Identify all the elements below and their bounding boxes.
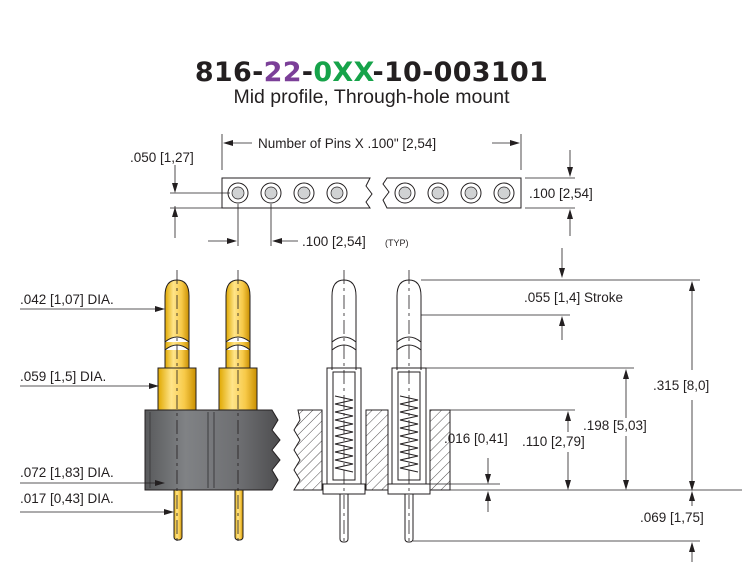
dim-110: .110 [2,79] <box>522 434 585 449</box>
dim-tip-dia: .042 [1,07] DIA. <box>20 292 114 307</box>
title-block: 816-22-0XX-10-003101 Mid profile, Throug… <box>0 58 743 109</box>
dim-pitch-100: .100 [2,54] <box>302 234 366 249</box>
dim-tail-069: .069 [1,75] <box>640 510 704 525</box>
dim-tail-dia: .017 [0,43] DIA. <box>20 491 114 506</box>
dim-number-of-pins: Number of Pins X .100" [2,54] <box>258 136 436 151</box>
dim-width-100: .100 [2,54] <box>529 186 593 201</box>
dim-collar-dia: .072 [1,83] DIA. <box>20 465 114 480</box>
left-callouts: .042 [1,07] DIA. .059 [1,5] DIA. .072 [1… <box>20 292 174 515</box>
dim-height-198: .198 [5,03] <box>583 418 647 433</box>
section-view <box>293 270 451 545</box>
subtitle: Mid profile, Through-hole mount <box>233 86 510 108</box>
part-number-prefix: 816- <box>194 57 264 88</box>
part-number-series: 22 <box>263 57 302 88</box>
dim-height-315: .315 [8,0] <box>653 378 709 393</box>
top-view-pin-holes <box>227 182 515 204</box>
part-number: 816-22-0XX-10-003101 <box>0 58 743 88</box>
dim-typ: (TYP) <box>385 238 409 248</box>
part-number-variant: 0XX <box>313 57 373 88</box>
part-number-suffix: -10-003101 <box>372 57 549 88</box>
top-view-strip: Number of Pins X .100" [2,54] .050 [1,27… <box>130 134 593 249</box>
dim-edge-050: .050 [1,27] <box>130 150 194 165</box>
insulator-body <box>144 409 281 491</box>
right-dimensions: .055 [1,4] Stroke .315 [8,0] .198 [5,03]… <box>413 248 742 562</box>
dim-barrel-dia: .059 [1,5] DIA. <box>20 369 106 384</box>
dim-016: .016 [0,41] <box>444 431 508 446</box>
dim-stroke: .055 [1,4] Stroke <box>524 290 623 305</box>
external-view <box>144 270 281 545</box>
part-number-dash: - <box>301 57 314 88</box>
